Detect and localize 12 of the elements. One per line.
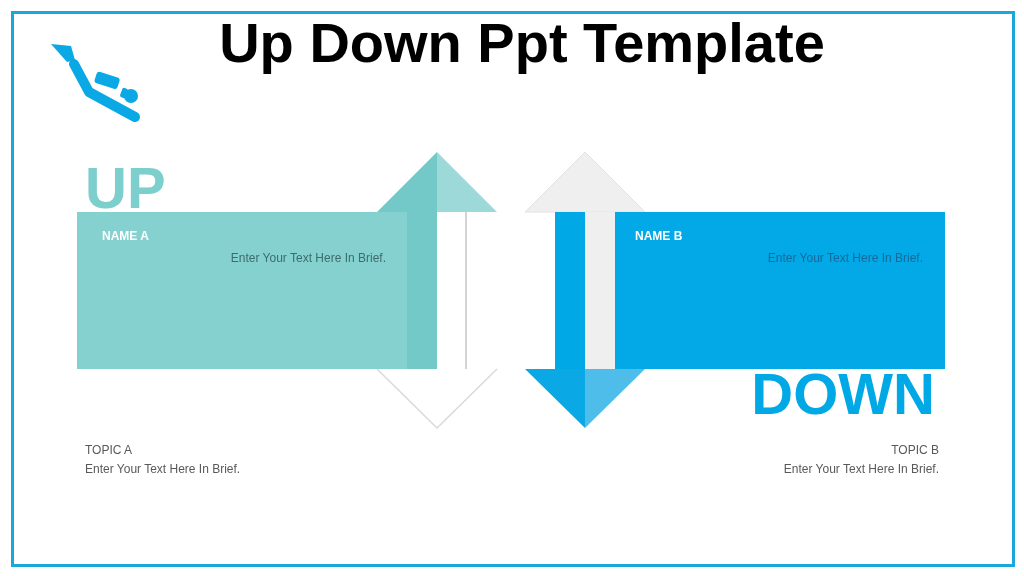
panel-text: Enter Your Text Here In Brief. [230, 251, 386, 266]
text-panel [615, 212, 945, 369]
down-heading: DOWN [751, 369, 935, 419]
panel-heading: NAME B [635, 229, 683, 244]
topic-heading: TOPIC A [85, 443, 133, 458]
topic-heading: TOPIC B [891, 443, 939, 458]
panel-heading: NAME A [102, 229, 149, 244]
text-panel [77, 212, 407, 369]
up-heading: UP [85, 162, 166, 213]
topic-text: Enter Your Text Here In Brief. [85, 462, 241, 477]
panel-text: Enter Your Text Here In Brief. [767, 251, 923, 266]
topic-text: Enter Your Text Here In Brief. [783, 462, 939, 477]
